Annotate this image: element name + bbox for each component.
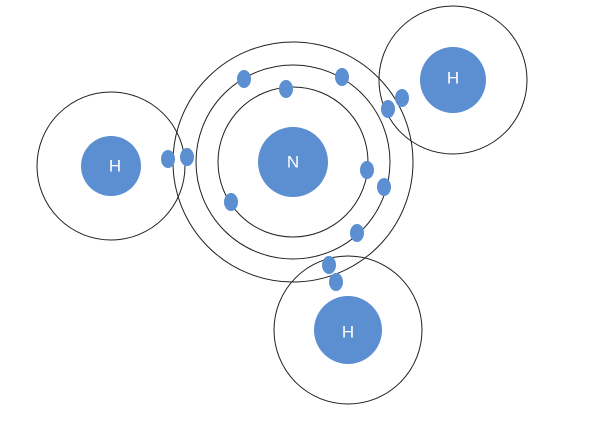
electron-outer-1 (237, 70, 251, 88)
nitrogen-atom: N (172, 41, 414, 283)
hydrogen-top-right-nucleus (420, 47, 486, 113)
electron-lone-pair-2 (350, 224, 364, 242)
hydrogen-left-label: H (109, 157, 121, 176)
electron-bond-left-2 (180, 148, 194, 166)
nitrogen-label: N (287, 153, 299, 172)
electron-inner-1 (279, 80, 293, 98)
hydrogen-bottom-shell (273, 255, 423, 405)
hydrogen-top-right-shell (378, 5, 528, 155)
nitrogen-nucleus (258, 127, 328, 197)
electron-outer-2 (335, 68, 349, 86)
electron-outer-3 (224, 193, 238, 211)
electron-bond-bottom-1 (322, 256, 336, 274)
hydrogen-atom-bottom: H (273, 255, 423, 405)
electron-inner-2 (360, 161, 374, 179)
hydrogen-atom-top-right: H (378, 5, 528, 155)
electrons (161, 68, 409, 291)
hydrogen-top-right-label: H (447, 69, 459, 88)
nitrogen-outer-shell (195, 64, 391, 260)
hydrogen-bottom-nucleus (314, 296, 382, 364)
hydrogen-bottom-label: H (342, 323, 354, 342)
hydrogen-left-shell (36, 91, 186, 241)
hydrogen-left-nucleus (81, 136, 141, 196)
electron-bond-top-right-2 (395, 89, 409, 107)
electron-bond-left-1 (161, 150, 175, 168)
electron-bond-bottom-2 (329, 273, 343, 291)
hydrogen-atom-left: H (36, 91, 186, 241)
electron-lone-pair-1 (377, 178, 391, 196)
electron-bond-top-right-1 (381, 100, 395, 118)
